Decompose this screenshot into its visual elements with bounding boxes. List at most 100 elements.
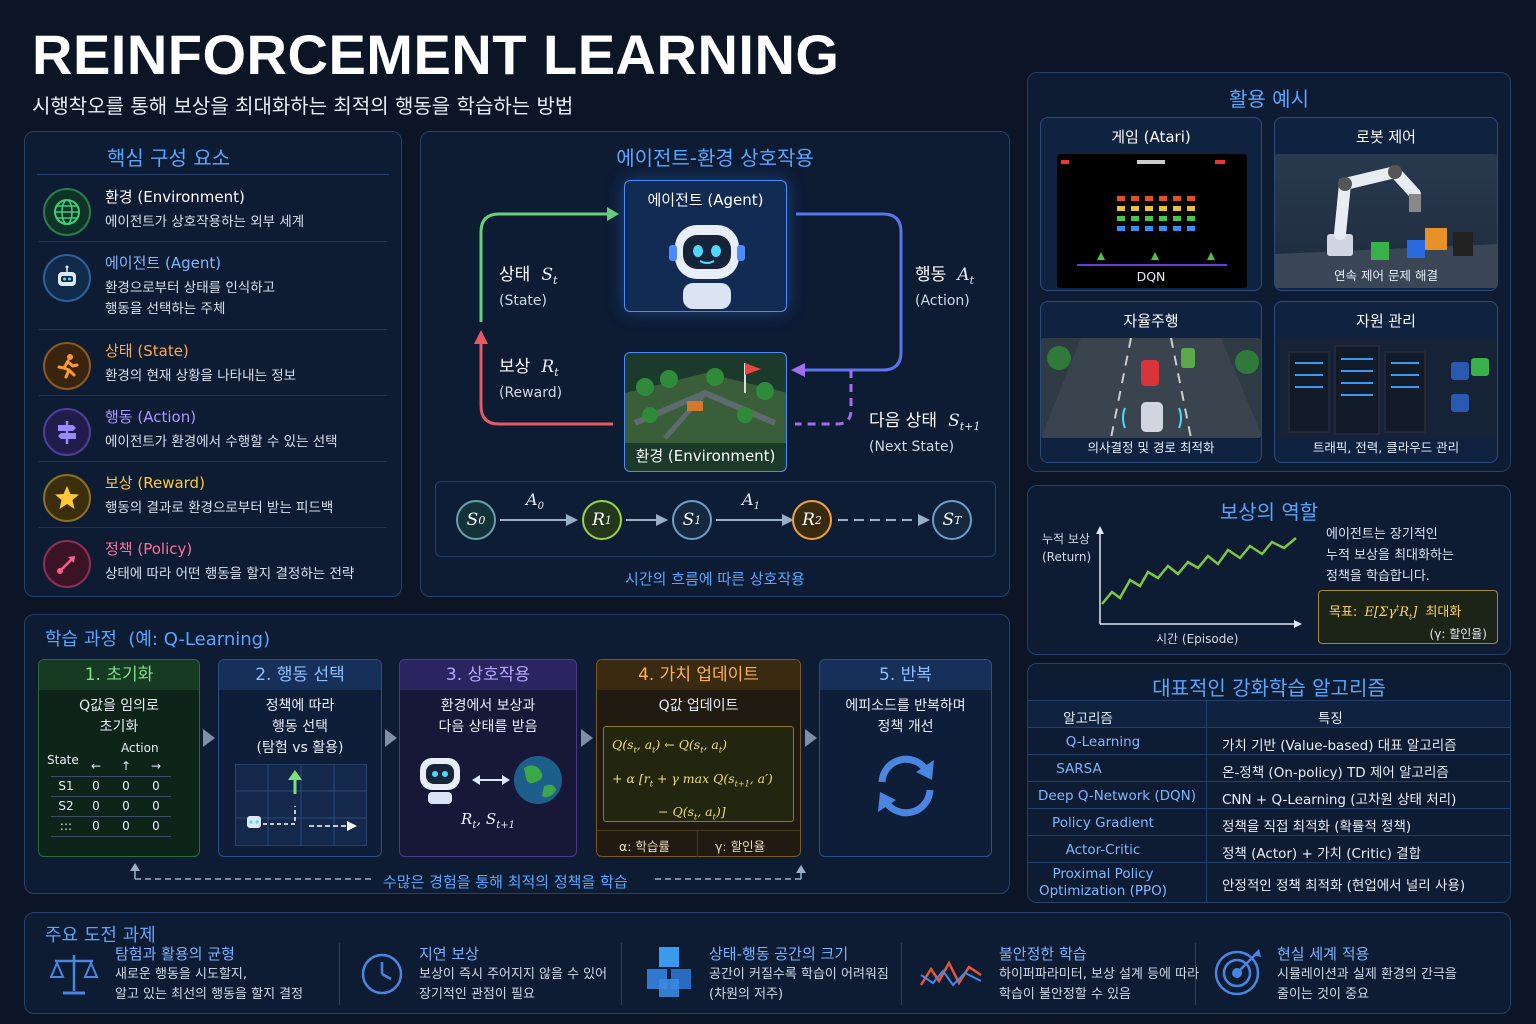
timeline-dashed-arrow (838, 514, 930, 526)
challenge-divider (621, 943, 622, 1005)
challenge-desc-line: 하이퍼파라미터, 보상 설계 등에 따라 (999, 967, 1200, 982)
action-label: 행동 At (Action) (915, 260, 974, 309)
challenge-state-space: 상태-행동 공간의 크기 공간이 커질수록 학습이 어려워짐 (차원의 저주) (641, 943, 911, 1009)
next-state-subscript: t+1 (959, 420, 981, 434)
step-title: 3. 상호작용 (400, 660, 576, 690)
refresh-icon (878, 755, 934, 817)
step-desc-line: 에피소드를 반복하며 (845, 698, 966, 714)
reward-gamma-note: (γ: 할인율) (1429, 627, 1487, 641)
space-invaders-icon (1061, 160, 1227, 266)
reward-desc-line: 정책을 학습합니다. (1326, 569, 1430, 584)
cubes-icon (647, 947, 691, 997)
q-table-col-left: ← (81, 756, 111, 777)
core-components-panel: 핵심 구성 요소 환경 (Environment) 에이전트가 상호작용하는 외… (24, 131, 402, 597)
challenge-desc: 보상이 즉시 주어지지 않을 수 있어 장기적인 관점이 필요 (419, 965, 607, 1005)
core-item-state: 상태 (State) 환경의 현재 상황을 나타내는 정보 (39, 332, 387, 396)
example-atari: 게임 (Atari) DQN (1040, 117, 1262, 291)
state-en: (State) (499, 293, 547, 310)
core-item-desc-block: 환경으로부터 상태를 인식하고 행동을 선택하는 주체 (105, 278, 275, 320)
next-state-ko: 다음 상태 (869, 411, 937, 431)
action-symbol: A (957, 265, 970, 285)
environment-box: 환경 (Environment) (624, 352, 787, 472)
q-table-cell: 0 (111, 776, 141, 797)
table-row: Deep Q-Network (DQN) CNN + Q-Learning (고차… (1028, 782, 1510, 809)
challenge-title: 상태-행동 공간의 크기 (709, 945, 849, 963)
highway-icon (1041, 338, 1261, 438)
runner-icon (43, 342, 91, 390)
step-action-selection: 2. 행동 선택 정책에 따라 행동 선택 (탐험 vs 활용) (218, 659, 382, 857)
algorithms-table-header: 알고리즘 특징 (1028, 700, 1510, 728)
step-interaction: 3. 상호작용 환경에서 보상과 다음 상태를 받음 Rt, St+1 (399, 659, 577, 857)
alpha-note: α: 학습률 (619, 839, 670, 854)
challenge-title: 불안정한 학습 (999, 945, 1087, 963)
core-item-environment: 환경 (Environment) 에이전트가 상호작용하는 외부 세계 (39, 178, 387, 242)
state-label: 상태 St (State) (499, 260, 557, 309)
environment-scene-icon (625, 363, 786, 443)
reward-curve-chart (1096, 526, 1302, 628)
step-repeat: 5. 반복 에피소드를 반복하며 정책 개선 (819, 659, 992, 857)
core-item-title: 보상 (Reward) (105, 474, 205, 492)
step-value-update: 4. 가치 업데이트 Q값 업데이트 Q(st, at) ← Q(st, at)… (596, 659, 801, 857)
globe-icon (43, 188, 91, 236)
challenge-title: 탐험과 활용의 균형 (115, 945, 235, 963)
q-table-row-label: ::: (51, 816, 81, 837)
reward-subscript: t (554, 366, 559, 380)
algorithms-table-divider (1206, 700, 1207, 903)
page-title: REINFORCEMENT LEARNING (32, 23, 840, 86)
star-icon (43, 474, 91, 522)
core-item-desc: 환경으로부터 상태를 인식하고 (105, 280, 276, 296)
unstable-chart-icon (919, 960, 982, 987)
reward-chart-ylabel: 누적 보상 (Return) (1042, 530, 1091, 566)
q-table-cell: 0 (81, 796, 111, 817)
challenge-desc-line: 줄이는 것이 중요 (1277, 987, 1369, 1002)
challenge-desc: 시뮬레이션과 실제 환경의 간극을 줄이는 것이 중요 (1277, 965, 1457, 1005)
challenge-divider (339, 943, 340, 1005)
feedback-loop-arrow (130, 863, 806, 880)
step-desc-line: 다음 상태를 받음 (438, 719, 538, 735)
learning-process-panel: 학습 과정 (예: Q-Learning) 1. 초기화 Q값을 임의로 초기화… (24, 614, 1010, 894)
challenge-unstable-learning: 불안정한 학습 하이퍼파라미터, 보상 설계 등에 따라 학습이 불안정할 수 … (917, 943, 1207, 1009)
reward-curve-line (1101, 537, 1297, 605)
q-table-row-label: S2 (51, 796, 81, 817)
algorithm-name: Actor-Critic (1065, 842, 1141, 858)
step-desc-line: 행동 선택 (272, 719, 328, 735)
step-desc: 정책에 따라 행동 선택 (탐험 vs 활용) (219, 696, 381, 759)
algorithm-name: Deep Q-Network (DQN) (1037, 788, 1197, 804)
algorithm-feature: CNN + Q-Learning (고차원 상태 처리) (1222, 792, 1457, 808)
core-item-agent: 에이전트 (Agent) 환경으로부터 상태를 인식하고 행동을 선택하는 주체 (39, 244, 387, 330)
challenge-desc-line: 공간이 커질수록 학습이 어려워짐 (709, 967, 889, 982)
algorithm-name-line: Proximal Policy (1052, 866, 1154, 882)
step-desc-line: 정책에 따라 (265, 698, 335, 714)
reward-desc-line: 누적 보상을 최대화하는 (1326, 548, 1454, 563)
challenge-delayed-reward: 지연 보상 보상이 즉시 주어지지 않을 수 있어 장기적인 관점이 필요 (355, 943, 625, 1009)
core-item-title: 정책 (Policy) (105, 540, 193, 558)
challenges-panel: 주요 도전 과제 탐험과 활용의 균형 새로운 행동을 시도할지, 알고 있는 … (24, 912, 1511, 1014)
reward-role-desc: 에이전트는 장기적인 누적 보상을 최대화하는 정책을 학습합니다. (1326, 524, 1454, 587)
environment-label: 환경 (Environment) (635, 447, 776, 465)
q-update-line: Q(st, at) ← Q(st, at) (612, 737, 727, 755)
core-item-title: 상태 (State) (105, 342, 189, 360)
challenge-real-world: 현실 세계 적용 시뮬레이션과 실제 환경의 간극을 줄이는 것이 중요 (1211, 943, 1501, 1009)
core-item-desc: 행동의 결과로 환경으로부터 받는 피드백 (105, 500, 334, 516)
algorithm-name: SARSA (1056, 761, 1102, 777)
robot-arm-image (1275, 154, 1497, 288)
reward-role-panel: 보상의 역할 누적 보상 (Return) 시간 (Episode) 에이전트는… (1027, 485, 1511, 655)
challenge-exploration: 탐험과 활용의 균형 새로운 행동을 시도할지, 알고 있는 최선의 행동을 할… (45, 943, 345, 1009)
core-item-title: 행동 (Action) (105, 408, 197, 426)
core-item-action: 행동 (Action) 에이전트가 환경에서 수행할 수 있는 선택 (39, 398, 387, 462)
step-desc: Q값을 임의로 초기화 (39, 696, 199, 738)
step-title: 2. 행동 선택 (219, 660, 381, 690)
q-update-formula: Q(st, at) ← Q(st, at) + α [rt + γ max Q(… (603, 726, 794, 822)
action-en: (Action) (915, 293, 970, 310)
reward-symbol: R (541, 357, 555, 377)
challenge-divider (1195, 943, 1196, 1005)
reward-goal-expression: E[ΣγtRt] (1364, 603, 1418, 622)
